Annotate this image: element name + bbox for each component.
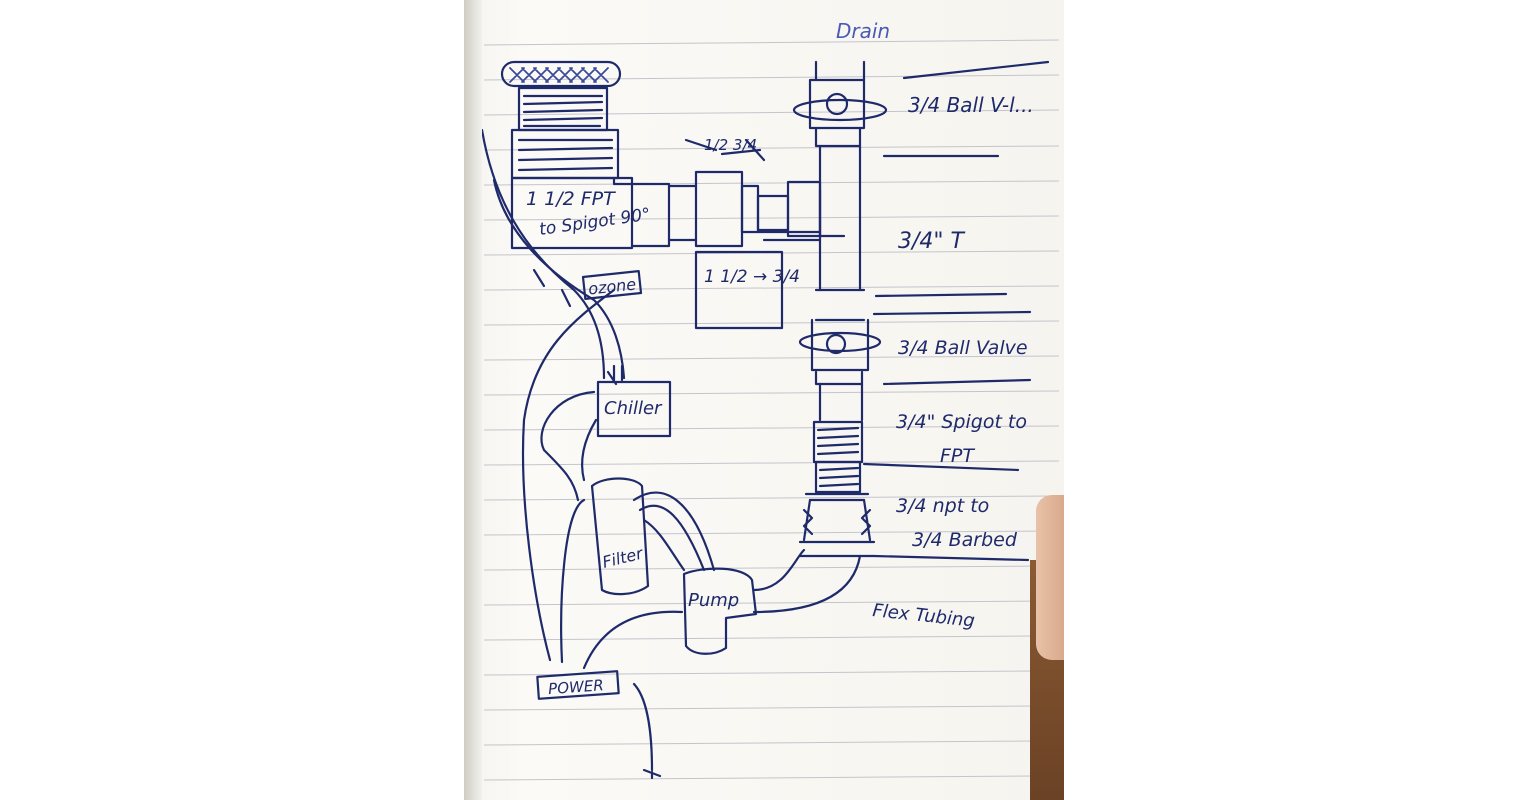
- thumb: [1036, 495, 1064, 660]
- tee-label: 3/4" T: [898, 229, 966, 254]
- filter-body: [590, 477, 650, 596]
- reducer-fittings: [667, 138, 822, 248]
- valve-top-label: 3/4 Ball V-l...: [908, 93, 1034, 117]
- ozone-box: [581, 270, 643, 300]
- chiller-label: Chiller: [604, 398, 663, 419]
- pump-label: Pump: [688, 590, 739, 611]
- flex-tubing-label: Flex Tubing: [871, 600, 975, 632]
- reducer-box: [694, 250, 784, 330]
- plumbing-diagram: 1 1/2 FPT to Spigot 90° 1/2 3/4 1 1/2 → …: [480, 19, 1060, 781]
- drain-label: Drain: [836, 19, 890, 43]
- filter-label: Filter: [600, 543, 646, 572]
- ruled-lines: [483, 39, 1060, 781]
- power-label: POWER: [548, 676, 605, 698]
- hoses: [480, 128, 862, 780]
- pump-body: [682, 567, 758, 655]
- npt-label-line1: 3/4 npt to: [896, 495, 989, 517]
- valve-mid-label: 3/4 Ball Valve: [898, 337, 1028, 359]
- spigot-label-line1: 3/4" Spigot to: [896, 411, 1027, 433]
- label-separators: [862, 60, 1050, 562]
- main-pipe: [792, 60, 888, 558]
- page-binding-shadow: [464, 0, 482, 800]
- top-fitting: [500, 60, 671, 250]
- chiller-box: [596, 380, 672, 438]
- fpt-label-line1: 1 1/2 FPT: [526, 188, 616, 210]
- npt-label-line2: 3/4 Barbed: [912, 529, 1018, 551]
- reducer-box-label: 1 1/2 → 3/4: [704, 267, 800, 287]
- reducer-top-label: 1/2 3/4: [704, 136, 757, 154]
- ozone-label: ozone: [587, 275, 637, 299]
- spigot-label-line2: FPT: [940, 445, 975, 467]
- notebook-page: 1 1/2 FPT to Spigot 90° 1/2 3/4 1 1/2 → …: [464, 0, 1064, 800]
- power-box: [536, 670, 620, 700]
